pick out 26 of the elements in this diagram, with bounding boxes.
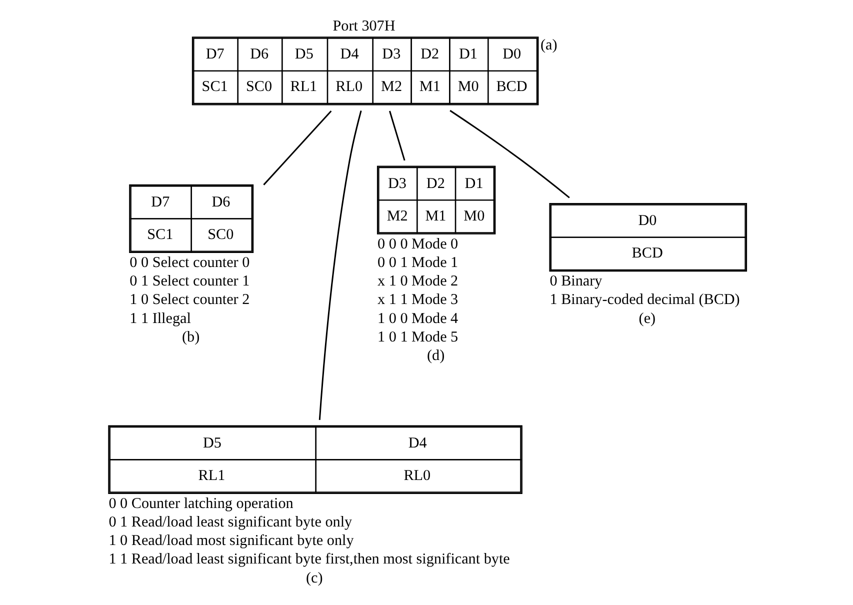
- node-label: x 1 0 Mode 2: [377, 274, 458, 290]
- node-label: 0 0 1 Mode 1: [377, 254, 458, 271]
- node-label: x 1 1 Mode 3: [377, 292, 458, 308]
- connector: [388, 110, 405, 161]
- connector: [318, 110, 362, 420]
- node-label: 1 0 1 Mode 5: [377, 329, 458, 346]
- node-label: 1 1 Illegal: [129, 310, 190, 327]
- node-label: 0 0 Select counter 0: [129, 254, 250, 271]
- node-label: 1 0 Read/load most significant byte only: [108, 533, 354, 550]
- node-label: 1 0 0 Mode 4: [377, 310, 458, 327]
- connector: [449, 110, 570, 198]
- node-label: 0 0 0 Mode 0: [377, 236, 458, 252]
- node-label: (d): [426, 348, 444, 364]
- node-label: 0 1 Read/load least significant byte only: [108, 514, 352, 530]
- node-label: 0 1 Select counter 1: [129, 274, 250, 290]
- node-label: (e): [638, 310, 656, 327]
- node-label: (a): [540, 37, 557, 54]
- node-label: 1 1 Read/load least significant byte first,then most significant byte: [108, 552, 510, 568]
- node-label: (b): [182, 329, 200, 346]
- node-label: 1 0 Select counter 2: [129, 292, 250, 308]
- node-label: 1 Binary-coded decimal (BCD): [549, 292, 740, 308]
- node-label: 0 0 Counter latching operation: [108, 496, 293, 512]
- node-label: 0 Binary: [549, 274, 602, 290]
- node-label: (c): [305, 570, 322, 586]
- connector: [262, 110, 332, 186]
- node-label: Port 307H: [332, 18, 395, 35]
